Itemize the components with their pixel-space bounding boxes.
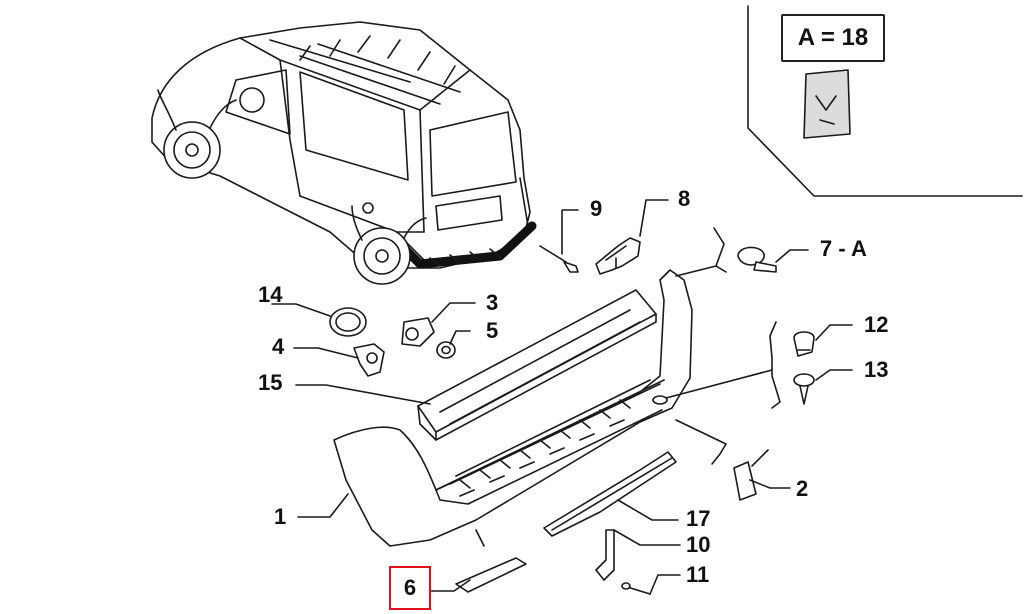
- callout-4[interactable]: 4: [272, 334, 285, 359]
- legend-frame: [747, 5, 1023, 197]
- callout-9[interactable]: 9: [590, 196, 603, 221]
- callout-1[interactable]: 1: [274, 504, 287, 529]
- screw-part-13: [793, 373, 815, 405]
- callout-17[interactable]: 17: [686, 506, 711, 531]
- bracket-part-10: [595, 529, 615, 581]
- bumper-part-1: [333, 269, 693, 547]
- fastener-bag-icon: [803, 69, 851, 139]
- screw-part-11: [621, 582, 651, 595]
- leader-lines: [271, 199, 853, 595]
- callout-7a[interactable]: 7 - A: [820, 236, 867, 261]
- highlighted-part-label: 6: [403, 575, 417, 600]
- cap-part-14: [329, 307, 367, 337]
- callout-14[interactable]: 14: [258, 282, 283, 307]
- legend-text: A = 18: [797, 24, 869, 51]
- callout-2[interactable]: 2: [796, 476, 809, 501]
- callout-11[interactable]: 11: [686, 562, 710, 587]
- callout-3[interactable]: 3: [486, 290, 499, 315]
- strip-part-6: [455, 557, 527, 593]
- legend-box: A = 18: [781, 14, 885, 62]
- callout-5[interactable]: 5: [486, 318, 499, 343]
- ring-part-5: [436, 341, 456, 359]
- callout-10[interactable]: 10: [686, 532, 711, 557]
- holder-part-4: [353, 343, 385, 377]
- callout-15[interactable]: 15: [258, 370, 283, 395]
- push-pin-part-7a: [737, 246, 777, 273]
- bracket-part-8: [595, 237, 641, 275]
- cap-part-2: [733, 461, 757, 501]
- callout-13[interactable]: 13: [864, 357, 889, 382]
- callout-8[interactable]: 8: [678, 186, 691, 211]
- van-illustration: [151, 21, 537, 285]
- clip-part-12: [793, 331, 815, 357]
- highlighted-part-box[interactable]: 6: [389, 566, 431, 610]
- pin-part-9: [539, 245, 567, 263]
- callout-12[interactable]: 12: [864, 312, 889, 337]
